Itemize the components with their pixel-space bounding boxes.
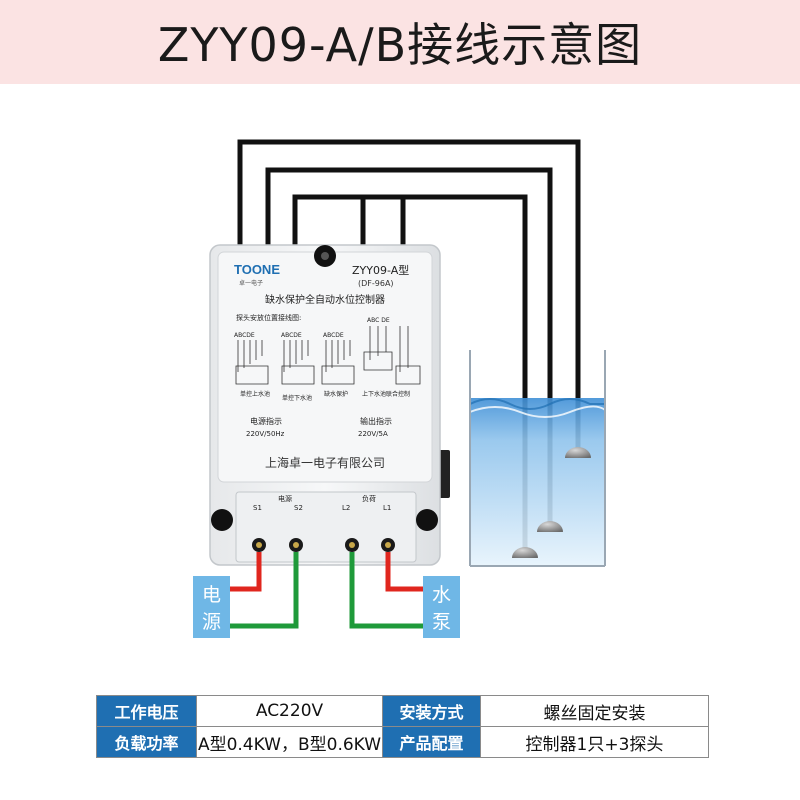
brand-sub: 卓一电子 xyxy=(239,279,263,287)
spec-value: 控制器1只+3探头 xyxy=(480,726,709,758)
company-name: 上海卓一电子有限公司 xyxy=(265,455,385,470)
svg-text:L2: L2 xyxy=(342,504,350,512)
water-pump-label-box: 水 泵 xyxy=(423,576,460,638)
svg-text:ABCDE: ABCDE xyxy=(323,332,344,339)
water-tank xyxy=(469,350,606,567)
svg-text:单控下水池: 单控下水池 xyxy=(282,394,312,402)
controller-case: TOONE 卓一电子 ZYY09-A型 (DF-96A) 缺水保护全自动水位控制… xyxy=(209,244,441,566)
spec-key: 负载功率 xyxy=(96,726,197,758)
svg-text:ABCDE: ABCDE xyxy=(281,332,302,339)
power-source-char2: 源 xyxy=(202,611,221,633)
model-label: ZYY09-A型 xyxy=(352,263,409,277)
probe-wire-b xyxy=(265,167,553,522)
spec-value: A型0.4KW，B型0.6KW xyxy=(196,726,383,758)
power-indicator-label: 电源指示 xyxy=(250,416,282,426)
probe-c xyxy=(512,547,538,558)
bottom-mount-hole-left xyxy=(211,509,233,531)
water-pump-char1: 水 xyxy=(432,584,451,606)
probe-a xyxy=(565,447,591,458)
power-indicator-spec: 220V/50Hz xyxy=(246,430,285,438)
power-live-wire xyxy=(230,552,262,592)
probe-b xyxy=(537,521,563,532)
device-name: 缺水保护全自动水位控制器 xyxy=(265,293,385,306)
spec-value: AC220V xyxy=(196,695,383,727)
supply-wires xyxy=(230,552,423,629)
spec-key: 工作电压 xyxy=(96,695,197,727)
page-title: ZYY09-A/B接线示意图 xyxy=(157,18,643,72)
title-bar: ZYY09-A/B接线示意图 xyxy=(0,0,800,84)
water-pump-char2: 泵 xyxy=(432,611,451,633)
spec-key: 产品配置 xyxy=(382,726,481,758)
terminal-block xyxy=(235,491,417,563)
pump-neutral-wire xyxy=(349,552,423,629)
brand-logo: TOONE xyxy=(234,262,280,277)
output-indicator-label: 输出指示 xyxy=(360,416,392,426)
svg-text:L1: L1 xyxy=(383,504,391,512)
svg-text:ABCDE: ABCDE xyxy=(234,332,255,339)
terminal-power-label: 电源 xyxy=(278,494,292,503)
spec-key: 安装方式 xyxy=(382,695,481,727)
power-source-label-box: 电 源 xyxy=(193,576,230,638)
svg-text:缺水保护: 缺水保护 xyxy=(324,390,348,398)
svg-text:ABC DE: ABC DE xyxy=(367,317,390,324)
power-source-char1: 电 xyxy=(202,584,221,606)
mode-diagrams: ABCDE ABCDE ABCDE ABC DE 单控上水池 单控下水池 缺水保… xyxy=(234,317,421,402)
spec-value: 螺丝固定安装 xyxy=(480,695,709,727)
probe-wires xyxy=(237,139,581,548)
side-switch[interactable] xyxy=(438,450,450,498)
svg-text:S1: S1 xyxy=(253,504,262,512)
wiring-diagram: TOONE 卓一电子 ZYY09-A型 (DF-96A) 缺水保护全自动水位控制… xyxy=(193,139,606,638)
spec-table: 工作电压 AC220V 安装方式 螺丝固定安装 负载功率 A型0.4KW，B型0… xyxy=(96,695,709,758)
bottom-mount-hole-right xyxy=(416,509,438,531)
output-indicator-spec: 220V/5A xyxy=(358,430,388,438)
pump-live-wire xyxy=(385,552,423,592)
spec-row: 负载功率 A型0.4KW，B型0.6KW 产品配置 控制器1只+3探头 xyxy=(96,726,709,758)
terminal-screws xyxy=(252,538,395,552)
svg-text:单控上水池: 单控上水池 xyxy=(240,390,270,398)
probe-wire-a xyxy=(237,139,581,448)
svg-text:上下水池联合控制: 上下水池联合控制 xyxy=(362,390,410,398)
model-sub: (DF-96A) xyxy=(358,279,394,288)
wiring-caption: 探头安放位置接线图: xyxy=(236,313,301,322)
probe-wire-c xyxy=(292,194,528,548)
power-neutral-wire xyxy=(230,552,299,629)
terminal-load-label: 负荷 xyxy=(362,494,376,503)
spec-row: 工作电压 AC220V 安装方式 螺丝固定安装 xyxy=(96,695,709,727)
svg-text:S2: S2 xyxy=(294,504,303,512)
